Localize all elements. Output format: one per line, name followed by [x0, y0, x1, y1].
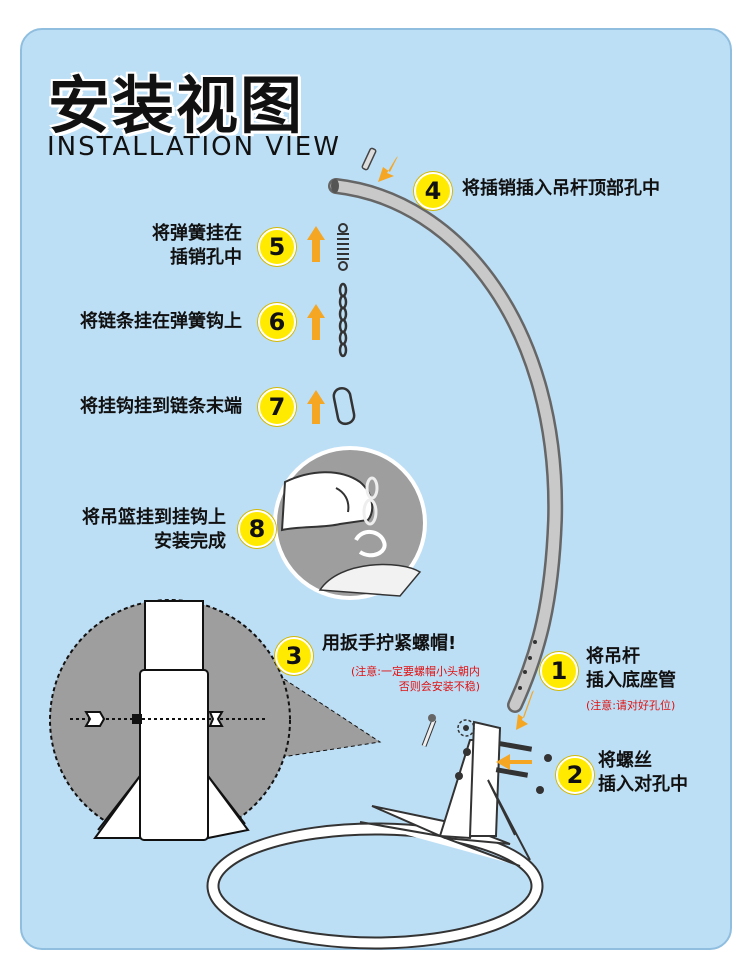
step-3-badge: 3	[275, 637, 313, 675]
step-5-label: 将弹簧挂在 插销孔中	[100, 222, 242, 270]
step-8-label-line2: 安装完成	[154, 531, 226, 552]
step-8-badge: 8	[238, 510, 276, 548]
screws-nuts-icon	[421, 714, 552, 794]
base-stand	[206, 720, 544, 950]
step-5-label-line2: 插销孔中	[170, 247, 242, 268]
step-3-note-line1: (注意:一定要螺帽小头朝内	[351, 665, 480, 678]
arrow-up-step6-icon	[307, 304, 325, 340]
step-1-label: 将吊杆 插入底座管	[586, 645, 676, 693]
page-subtitle: INSTALLATION VIEW	[47, 132, 341, 162]
carabiner-icon	[332, 386, 356, 426]
arrow-step2-icon	[496, 754, 532, 770]
step-7-badge: 7	[258, 388, 296, 426]
step-6-label: 将链条挂在弹簧钩上	[80, 311, 242, 332]
pin-icon	[361, 147, 377, 171]
step-8-label: 将吊篮挂到挂钩上 安装完成	[40, 506, 226, 554]
step-1-label-line2: 插入底座管	[586, 670, 676, 691]
step-2-label-line2: 插入对孔中	[598, 774, 688, 795]
step-1-label-line1: 将吊杆	[586, 646, 640, 667]
step-6-badge: 6	[258, 303, 296, 341]
step-2-badge: 2	[556, 756, 594, 794]
zoom-detail-circle	[49, 599, 382, 841]
arrow-up-step5-icon	[307, 226, 325, 262]
step-1-note: (注意:请对好孔位)	[586, 699, 676, 712]
step-7-label: 将挂钩挂到链条末端	[80, 396, 242, 417]
step-4-label: 将插销插入吊杆顶部孔中	[462, 178, 660, 199]
step-3-note-line2: 否则会安装不稳)	[398, 680, 480, 693]
chain-icon	[338, 282, 348, 358]
spring-icon	[337, 223, 349, 271]
step-4-badge: 4	[414, 172, 452, 210]
hanger-pole	[328, 178, 564, 713]
step-8-label-line1: 将吊篮挂到挂钩上	[82, 507, 226, 528]
arrow-up-step7-icon	[307, 390, 325, 424]
step-5-badge: 5	[258, 228, 296, 266]
step-3-note: (注意:一定要螺帽小头朝内 否则会安装不稳)	[300, 664, 480, 694]
step-2-label: 将螺丝 插入对孔中	[598, 749, 688, 797]
step-5-label-line1: 将弹簧挂在	[152, 223, 242, 244]
page-title: 安装视图	[48, 69, 305, 142]
step-3-label: 用扳手拧紧螺帽!	[322, 633, 457, 654]
arrow-step4-icon	[378, 156, 398, 182]
hand-hook-illustration	[273, 446, 427, 600]
arrow-step1-icon	[516, 690, 534, 730]
step-2-label-line1: 将螺丝	[598, 750, 652, 771]
step-1-badge: 1	[540, 652, 578, 690]
